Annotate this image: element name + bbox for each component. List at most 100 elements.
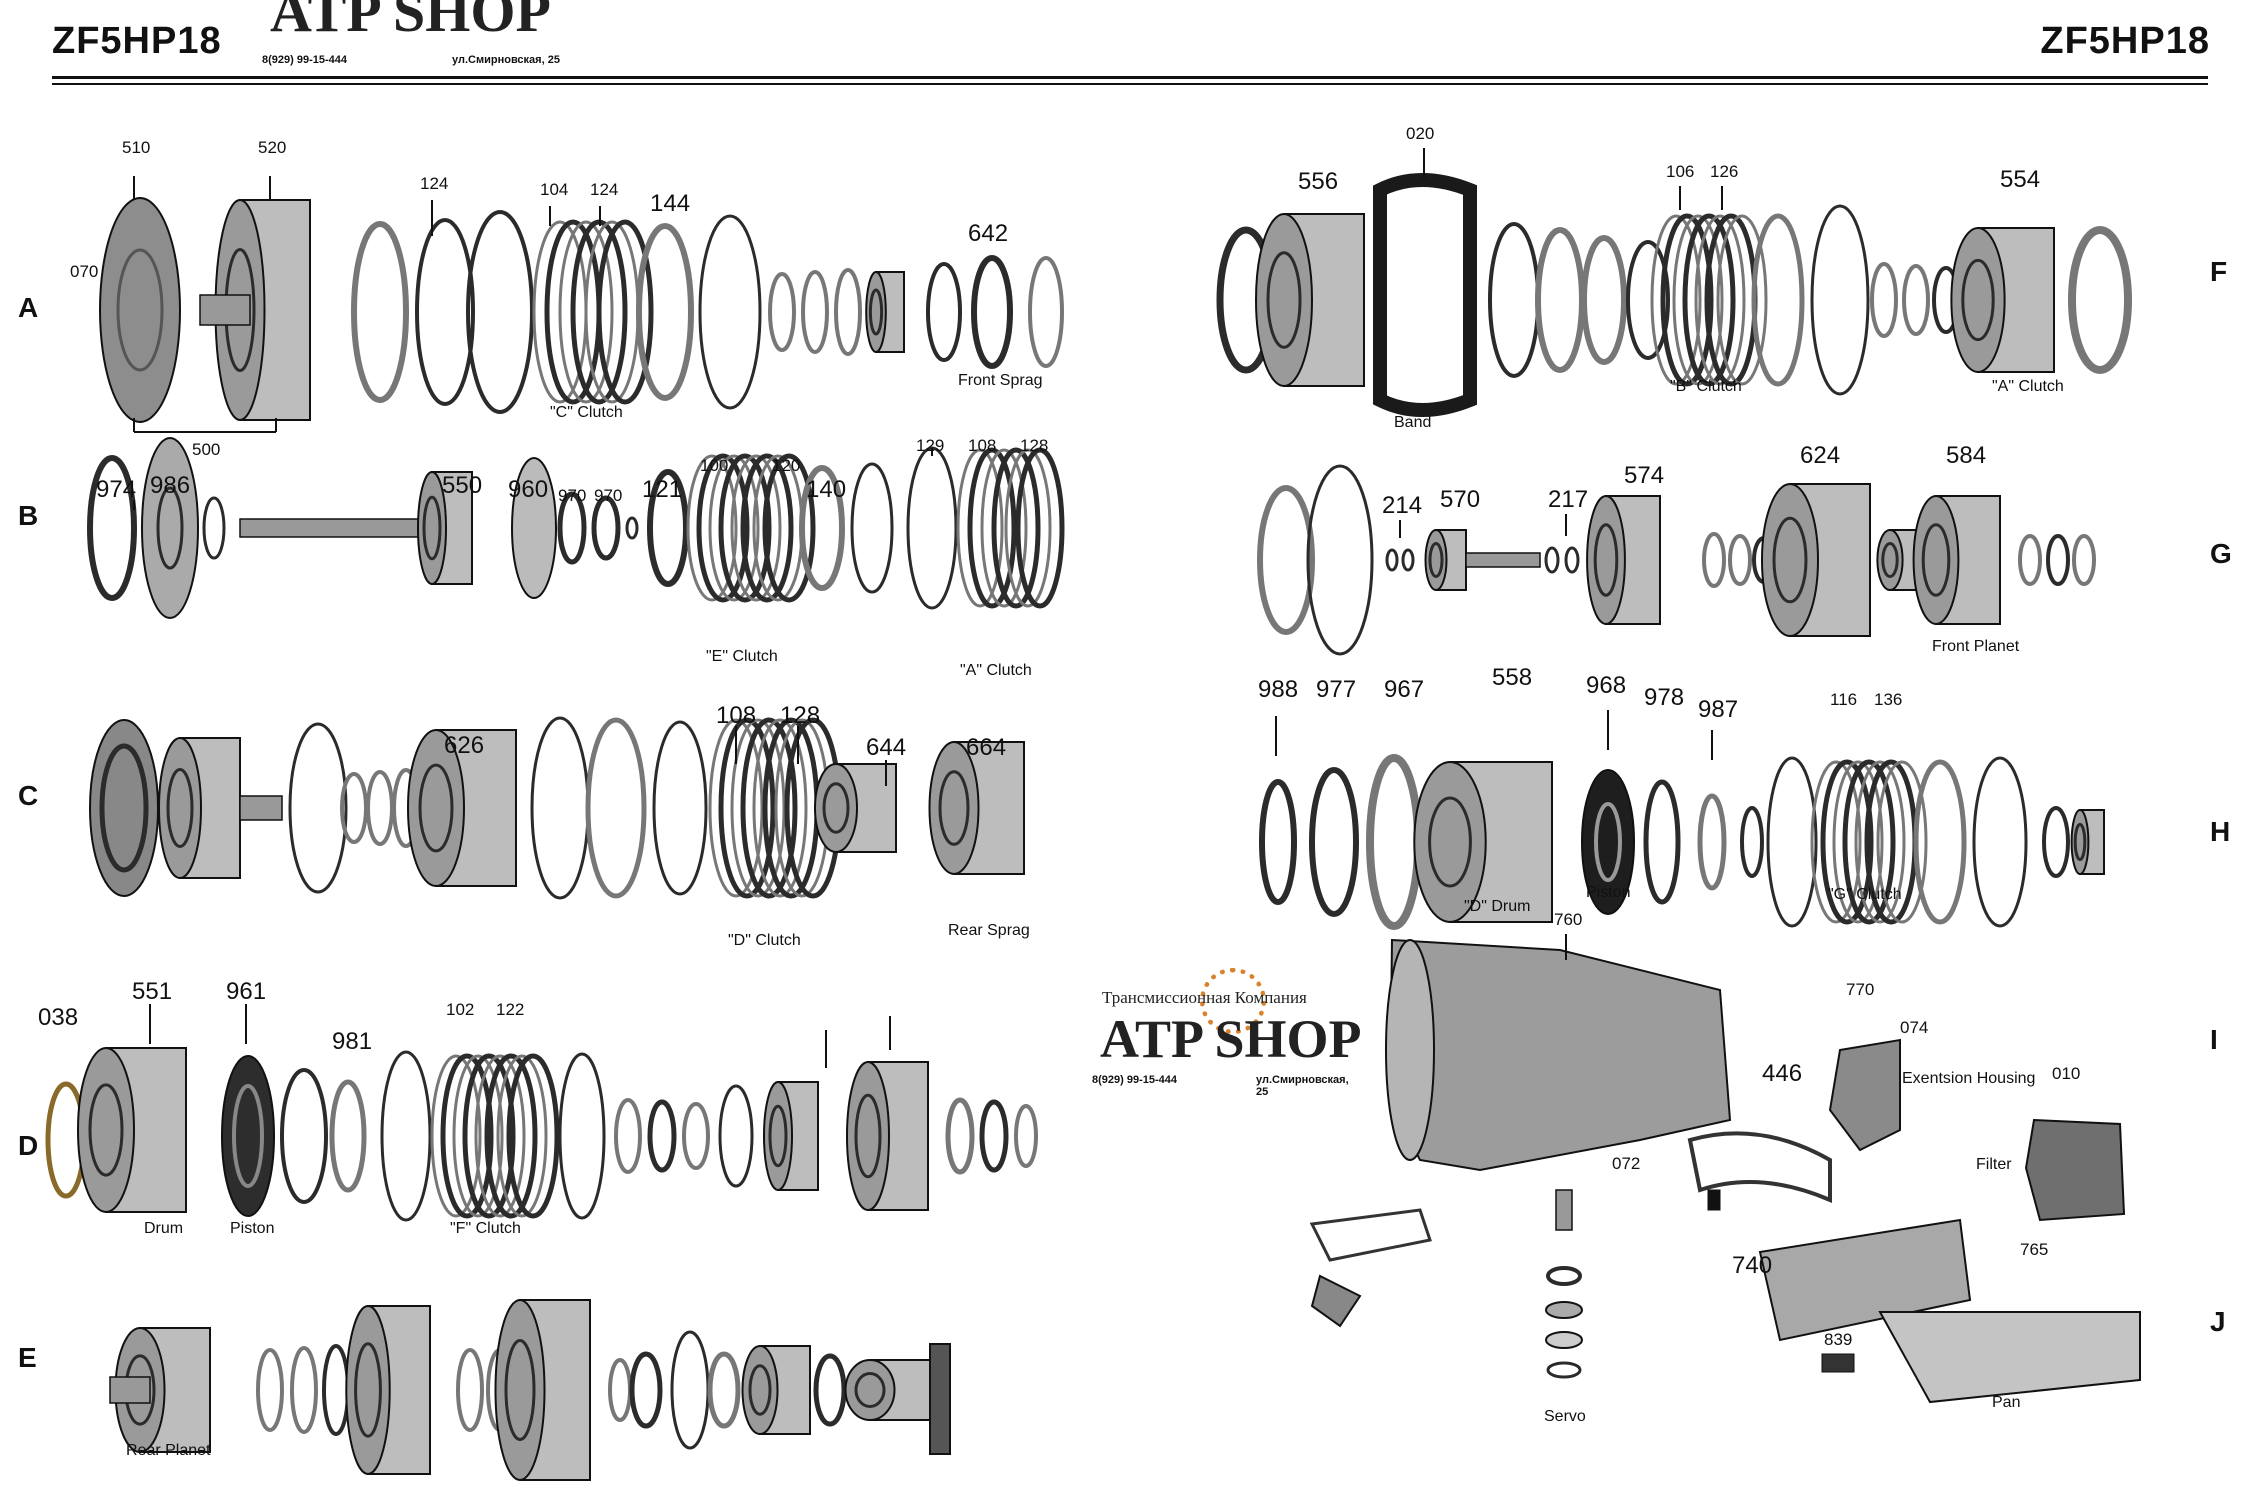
plate-967	[1366, 754, 1422, 930]
label-217: 217	[1548, 486, 1589, 513]
output-hub-hub	[166, 768, 194, 848]
park-gear-hub	[504, 1339, 536, 1441]
output-hub-shaft	[239, 795, 283, 821]
planet-carrier-face	[345, 1305, 391, 1475]
piston-968	[1581, 769, 1635, 915]
drum-551-face	[77, 1047, 135, 1213]
washer-214-b	[1401, 548, 1415, 572]
washer	[682, 1102, 710, 1170]
center-logo-address: ул.Смирновская, 25	[1256, 1074, 1349, 1098]
b-clutch-plate	[1694, 214, 1746, 386]
bell-housing-face	[1385, 939, 1435, 1161]
plate-140	[799, 465, 845, 591]
spring-977	[1309, 767, 1359, 917]
label-556: 556	[1298, 168, 1339, 195]
extension-housing-770	[1828, 1038, 1901, 1152]
e-clutch-plate	[696, 453, 750, 603]
pressure-plate	[1535, 227, 1585, 373]
snap-ring	[380, 1050, 432, 1222]
label-626: 626	[444, 732, 485, 759]
label-664: 664	[966, 734, 1007, 761]
washer	[608, 1358, 632, 1422]
a-clutch-plate	[956, 448, 1004, 608]
seal-ring	[351, 221, 409, 403]
label-129: 129	[916, 436, 945, 455]
d-clutch-plate	[718, 717, 776, 899]
row-letter-a: A	[18, 292, 39, 323]
spring-970-b	[591, 495, 621, 561]
b-clutch-plate	[1716, 214, 1768, 386]
seal-ring	[2068, 226, 2132, 374]
center-logo: Трансмиссионная Компания ATP SHOP 8(929)…	[1092, 968, 1362, 1108]
small-pin	[625, 516, 639, 540]
servo-spring	[1546, 1266, 1582, 1286]
snap-ring	[288, 722, 348, 894]
a-clutch-plate	[1004, 448, 1052, 608]
f-clutch-plate	[496, 1054, 548, 1218]
e-clutch-plate	[730, 454, 782, 602]
label-981: 981	[332, 1028, 373, 1055]
clutch-drum-626-face	[407, 729, 465, 887]
f-clutch-plate	[430, 1054, 482, 1218]
model-title-right: ZF5HP18	[2040, 20, 2210, 62]
row-letter-i: I	[2210, 1024, 2218, 1055]
washer	[290, 1346, 318, 1434]
washer	[1702, 532, 1726, 588]
ring-gear-624-hub	[1772, 516, 1808, 604]
label-974: 974	[96, 476, 137, 503]
g-clutch-plate	[1832, 760, 1884, 924]
b-clutch-plate	[1682, 213, 1736, 387]
snap-ring	[1306, 464, 1374, 656]
output-hub-face	[158, 737, 202, 879]
filter-010	[2024, 1118, 2126, 1222]
label-642: 642	[968, 220, 1009, 247]
pressure-plate	[466, 210, 534, 414]
label-446: 446	[1762, 1060, 1803, 1087]
manual-lever	[1310, 1274, 1362, 1328]
selector-linkage	[1309, 1208, 1432, 1262]
washer	[614, 1098, 642, 1174]
transmission-case-760	[1388, 938, 1732, 1172]
header-logo-phone: 8(929) 99-15-444	[262, 54, 348, 66]
pump-cover-510-hub	[116, 248, 164, 372]
caption-f-clutch: "F" Clutch	[450, 1220, 521, 1237]
label-510: 510	[122, 138, 151, 157]
e-clutch-plate	[686, 454, 738, 602]
washer-217-b	[1564, 546, 1580, 574]
race-ring	[926, 262, 962, 362]
label-554: 554	[2000, 166, 2041, 193]
label-765: 765	[2020, 1240, 2049, 1259]
caption-rear-planet: Rear Planet	[126, 1442, 211, 1459]
planet-carrier-hub	[354, 1342, 382, 1438]
center-logo-phone: 8(929) 99-15-444	[1092, 1074, 1178, 1086]
piston-961-inner	[232, 1084, 264, 1188]
snap-ring-129	[906, 446, 958, 610]
washer	[1902, 264, 1930, 336]
label-136: 136	[1874, 690, 1903, 709]
row-letter-e: E	[18, 1342, 37, 1373]
rear-planet-shaft	[109, 1376, 151, 1404]
bearing-sleeve-hub	[748, 1364, 772, 1416]
label-121: 121	[642, 476, 683, 503]
piston-961	[221, 1055, 275, 1217]
model-title-left: ZF5HP18	[52, 20, 222, 62]
header-logo-address: ул.Смирновская, 25	[452, 54, 560, 66]
a-clutch-plate	[1015, 447, 1065, 609]
row-letter-h: H	[2210, 816, 2231, 847]
label-558: 558	[1492, 664, 1533, 691]
label-968: 968	[1586, 672, 1627, 699]
label-214: 214	[1382, 492, 1423, 519]
park-gear-face	[494, 1299, 546, 1481]
snap-ring	[850, 462, 894, 594]
label-072: 072	[1612, 1154, 1641, 1173]
label-128-b: 128	[780, 702, 821, 729]
return-spring	[280, 1068, 328, 1204]
drum-558-face	[1413, 761, 1487, 923]
header-rule-top	[52, 76, 2208, 79]
sun-gear-face	[1876, 529, 1904, 591]
label-988: 988	[1258, 676, 1299, 703]
label-120: 120	[772, 456, 801, 475]
snap-ring	[718, 1084, 754, 1188]
label-987: 987	[1698, 696, 1739, 723]
oil-pan-765	[1878, 1311, 2141, 1404]
